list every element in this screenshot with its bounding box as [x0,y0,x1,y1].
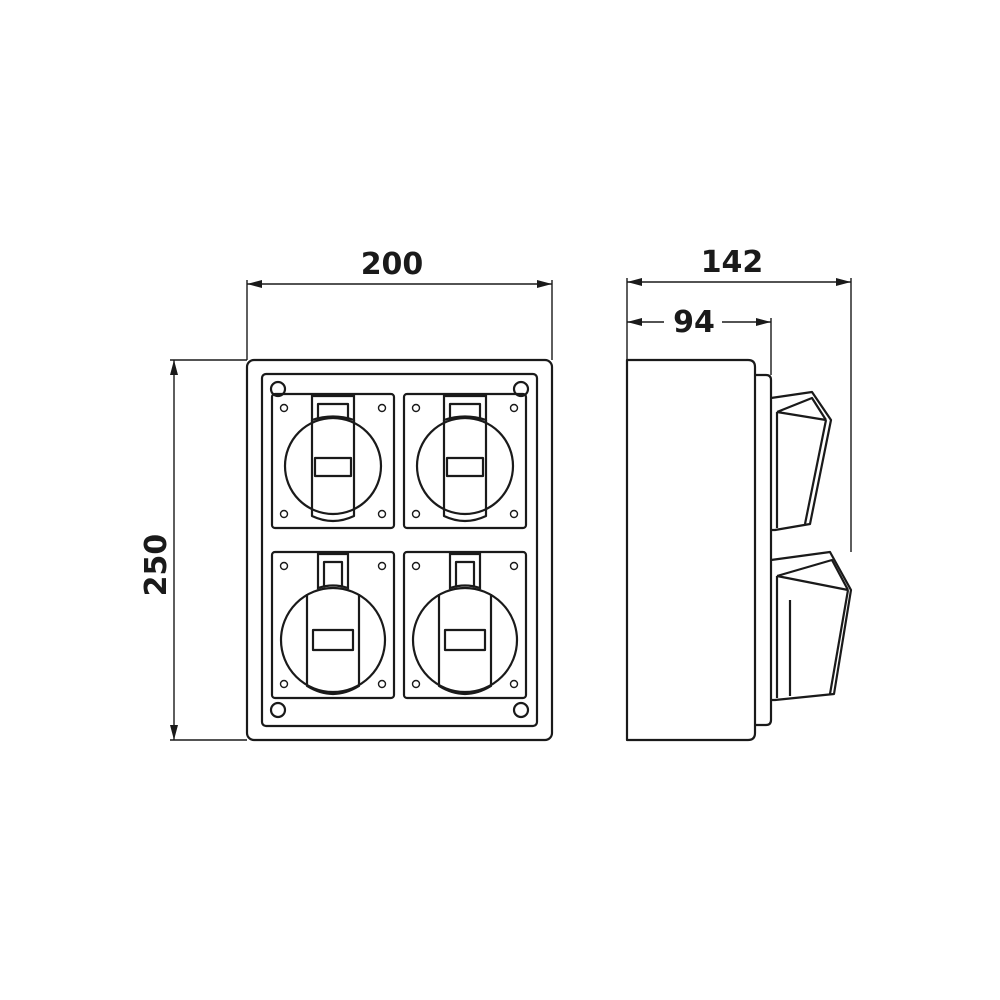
front-panel-outline [260,372,539,728]
socket-bottom-right [402,550,528,700]
side-socket-top [770,390,833,532]
panel-screw-top-right [512,380,530,398]
socket-bottom-left [270,550,396,700]
side-view [625,358,853,742]
panel-screw-bottom-left [269,701,287,719]
side-enclosure-outline [625,358,757,742]
dimension-width: 200 [246,247,553,360]
panel-screw-bottom-right [512,701,530,719]
socket-top-left [270,392,396,530]
dimension-width-label: 200 [361,247,424,282]
side-panel-plate [755,373,773,727]
front-enclosure-outline [245,358,554,742]
dimension-depth-body-label: 94 [673,305,715,340]
dimension-height: 250 [139,359,247,741]
panel-screw-top-left [269,380,287,398]
front-view [245,358,554,742]
side-socket-bottom [770,550,853,702]
dimension-depth-total: 142 [626,245,852,552]
socket-top-right [402,392,528,530]
dimension-depth-body: 94 [627,305,772,375]
dimension-height-label: 250 [139,534,174,597]
dimension-depth-total-label: 142 [701,245,764,280]
